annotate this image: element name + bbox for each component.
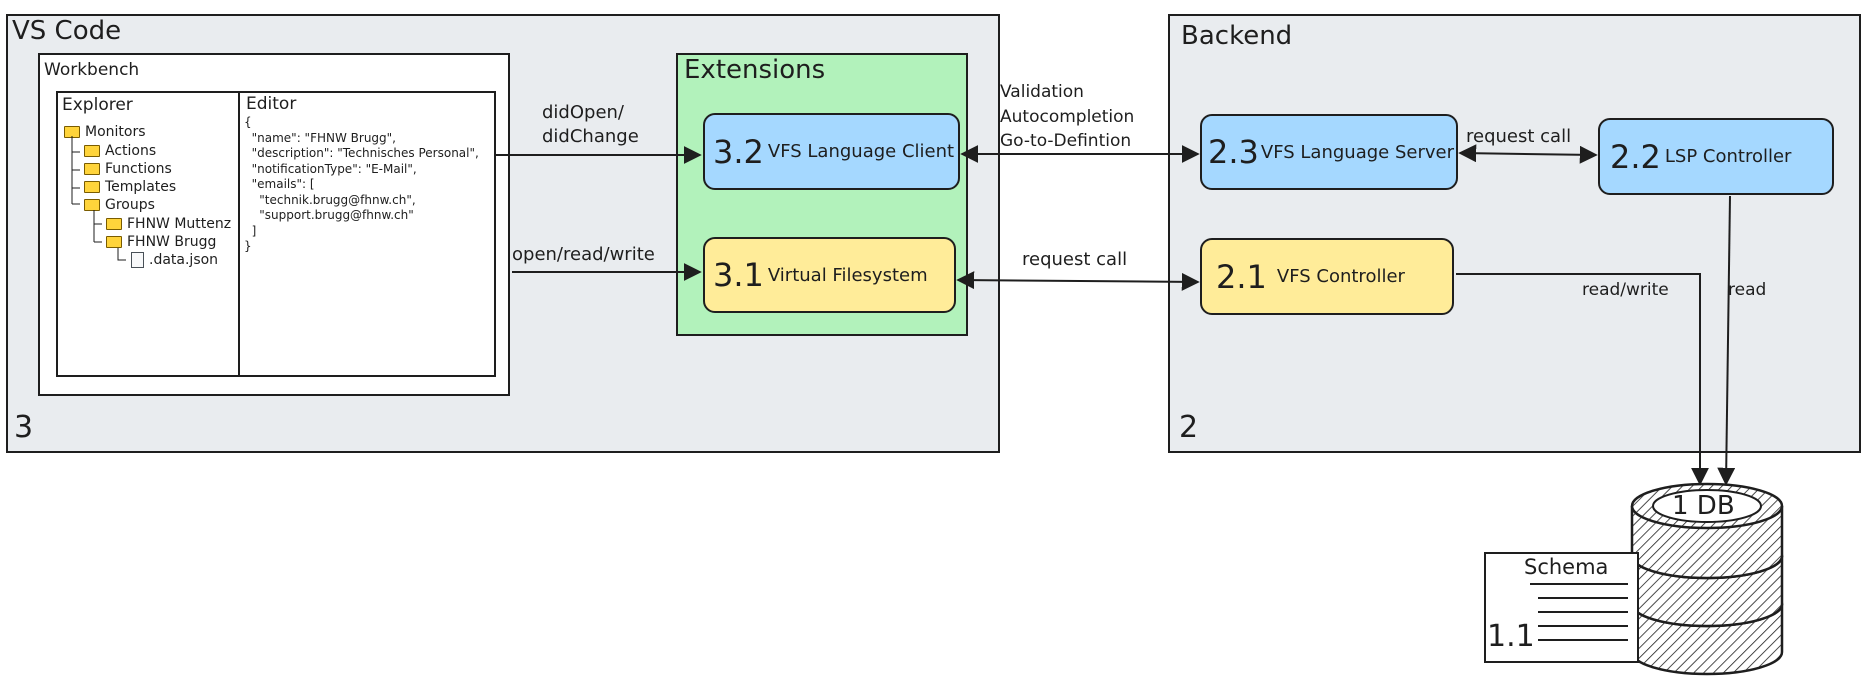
schema-title: Schema <box>1524 555 1609 579</box>
explorer-item-groups[interactable]: Groups <box>84 197 155 213</box>
label-autocompletion: Autocompletion <box>1000 107 1135 127</box>
code-line: } <box>244 239 252 253</box>
folder-icon <box>84 163 100 175</box>
label-go-to-definition: Go-to-Defintion <box>1000 131 1132 151</box>
schema-document <box>1484 552 1639 663</box>
node-label: VFS Language Client <box>767 141 955 162</box>
label-open-read-write: open/read/write <box>512 244 655 265</box>
backend-title: Backend <box>1181 21 1293 51</box>
workbench-title: Workbench <box>44 60 140 80</box>
database-label: 1 DB <box>1672 491 1735 521</box>
label-didopen: didOpen/ <box>542 102 624 123</box>
code-line: "emails": [ <box>244 177 315 191</box>
editor-title: Editor <box>246 94 297 114</box>
folder-icon <box>106 218 122 230</box>
explorer-item-functions[interactable]: Functions <box>84 161 172 177</box>
label-request-call-bottom: request call <box>1022 249 1128 270</box>
editor-panel[interactable] <box>238 91 496 377</box>
edge-lsp-controller <box>1458 144 1598 164</box>
node-number: 2.2 <box>1610 137 1661 176</box>
file-icon <box>131 252 144 268</box>
explorer-title: Explorer <box>62 95 133 115</box>
code-line: "description": "Technisches Personal", <box>244 146 479 160</box>
explorer-item-actions[interactable]: Actions <box>84 143 156 159</box>
explorer-item-fhnw-brugg[interactable]: FHNW Brugg <box>106 234 216 250</box>
code-line: "name": "FHNW Brugg", <box>244 130 396 145</box>
label-validation: Validation <box>1000 82 1084 102</box>
schema-number: 1.1 <box>1487 619 1535 654</box>
node-label: VFS Language Server <box>1260 141 1454 163</box>
edge-vfs-request <box>956 271 1200 291</box>
node-number: 2.3 <box>1208 133 1259 171</box>
backend-number: 2 <box>1179 410 1199 445</box>
node-vfs-language-client[interactable]: 3.2 VFS Language Client <box>703 113 960 190</box>
editor-code: { "name": "FHNW Brugg", "description": "… <box>244 115 479 255</box>
code-line: ] <box>244 223 257 238</box>
explorer-item-templates[interactable]: Templates <box>84 179 176 195</box>
explorer-item-data-json[interactable]: .data.json <box>131 252 218 268</box>
vscode-number: 3 <box>14 410 34 445</box>
folder-icon <box>106 236 122 248</box>
label-didchange: didChange <box>542 126 639 147</box>
node-label: LSP Controller <box>1664 146 1792 167</box>
vscode-title: VS Code <box>12 16 122 46</box>
explorer-item-fhnw-muttenz[interactable]: FHNW Muttenz <box>106 216 231 232</box>
node-lsp-controller[interactable]: 2.2 LSP Controller <box>1598 118 1834 195</box>
node-virtual-filesystem[interactable]: 3.1 Virtual Filesystem <box>703 237 956 313</box>
folder-icon <box>84 181 100 193</box>
node-number: 3.2 <box>713 132 764 171</box>
label-read: read <box>1728 280 1767 300</box>
code-line: "support.brugg@fhnw.ch" <box>244 208 414 222</box>
edge-read-write <box>1456 273 1709 486</box>
database-icon <box>1630 482 1784 676</box>
backend-region <box>1168 14 1861 453</box>
code-line: "notificationType": "E-Mail", <box>244 161 417 176</box>
code-line: "technik.brugg@fhnw.ch", <box>244 192 416 207</box>
node-vfs-controller[interactable]: 2.1 VFS Controller <box>1200 238 1454 315</box>
node-vfs-language-server[interactable]: 2.3 VFS Language Server <box>1200 114 1458 190</box>
extensions-title: Extensions <box>684 55 826 85</box>
node-number: 3.1 <box>713 256 764 294</box>
node-number: 2.1 <box>1216 257 1267 296</box>
explorer-panel <box>56 91 240 377</box>
code-line: { <box>244 115 252 129</box>
node-label: VFS Controller <box>1276 266 1405 287</box>
folder-icon <box>84 199 100 211</box>
label-request-call-top: request call <box>1466 126 1572 147</box>
node-label: Virtual Filesystem <box>767 264 928 286</box>
edge-read <box>1717 195 1736 486</box>
label-read-write: read/write <box>1582 280 1669 300</box>
folder-icon <box>84 145 100 157</box>
